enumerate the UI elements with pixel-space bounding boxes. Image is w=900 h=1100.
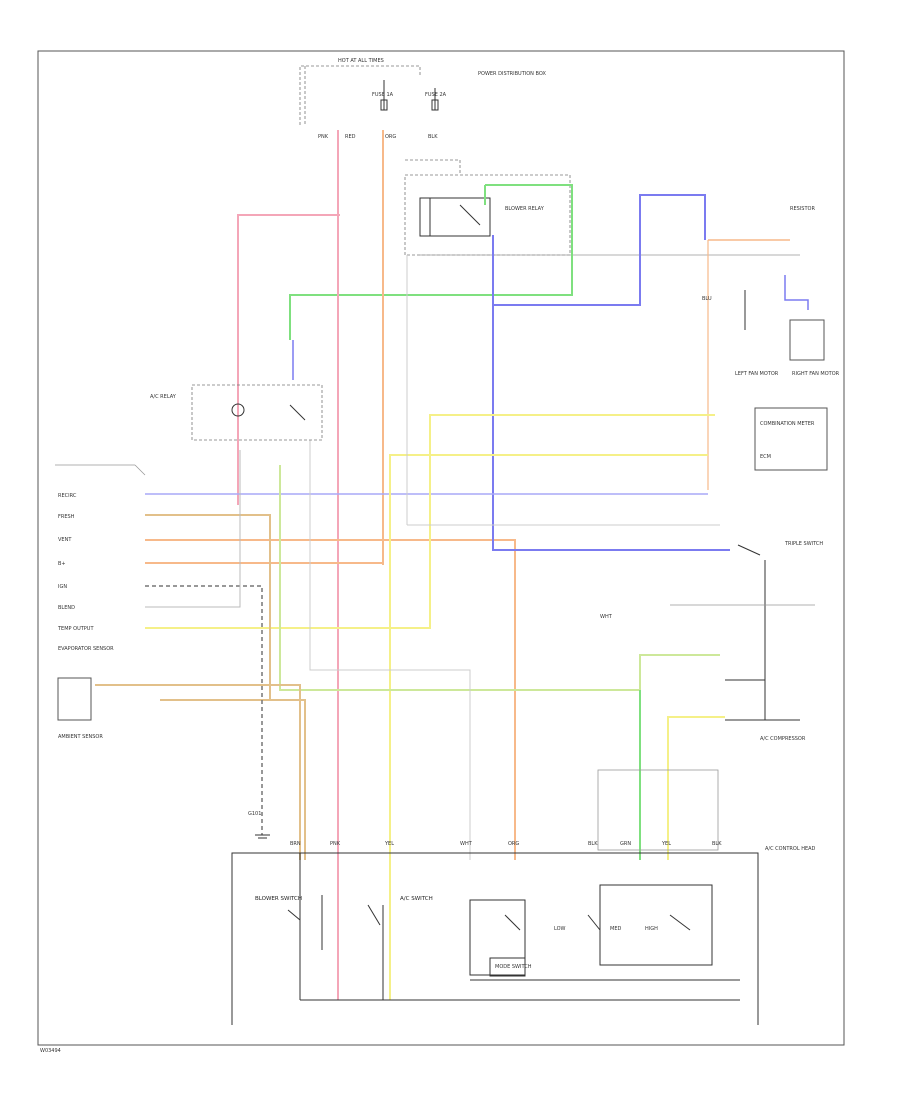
svg-text:WHT: WHT (460, 841, 473, 847)
control-sub-box (597, 769, 719, 851)
sensor-left-label: AMBIENT SENSOR (58, 734, 103, 740)
low-label: LOW (554, 926, 566, 932)
sensor-left (57, 677, 92, 721)
high-label: HIGH (645, 926, 658, 932)
fuse-1-label: FUSE 1A (372, 92, 394, 98)
svg-text:WHT: WHT (600, 614, 613, 620)
svg-text:BLK: BLK (588, 841, 598, 847)
pin-label-3: VENT (58, 537, 72, 543)
blower-relay (419, 197, 491, 237)
svg-text:BRN: BRN (290, 841, 301, 847)
yellow-wire-1 (389, 454, 708, 1000)
svg-text:PNK: PNK (318, 134, 329, 140)
svg-text:YEL: YEL (661, 841, 671, 847)
control-head (231, 852, 759, 1025)
svg-text:RED: RED (345, 134, 356, 140)
sensor-right-label: EVAPORATOR SENSOR (58, 646, 114, 652)
blower-sw-label: BLOWER SWITCH (255, 896, 302, 902)
combination-label: COMBINATION METER (760, 421, 815, 427)
pin-label-5: IGN (58, 584, 67, 590)
orange-wire-2 (145, 539, 516, 860)
svg-text:BLK: BLK (428, 134, 438, 140)
fan-right (789, 319, 825, 361)
ac-relay-outline (191, 384, 323, 441)
svg-text:BLU: BLU (702, 296, 712, 302)
hot-label: HOT AT ALL TIMES (338, 58, 384, 64)
pin-label-2: FRESH (58, 514, 75, 520)
pressure-switch-label: TRIPLE SWITCH (784, 541, 823, 547)
ground-label: G101 (248, 811, 261, 817)
pin-label-6: BLEND (58, 605, 75, 611)
svg-text:GRN: GRN (620, 841, 631, 847)
grey-wire (309, 440, 471, 860)
pin-label-7: TEMP OUTPUT (57, 626, 94, 632)
motor-right-label: RESISTOR (790, 206, 815, 212)
ac-comp-label: A/C COMPRESSOR (760, 736, 806, 742)
pin-label-1: RECIRC (58, 493, 77, 499)
svg-text:PNK: PNK (330, 841, 341, 847)
ground-wire (145, 585, 263, 835)
fan-right-label: RIGHT FAN MOTOR (792, 371, 840, 377)
med-label: MED (610, 926, 621, 932)
fan-left-label: LEFT FAN MOTOR (735, 371, 779, 377)
olive-wire (279, 465, 720, 691)
blue-wire-main (492, 235, 730, 551)
pink-wire-branch (237, 214, 340, 505)
yellow-wire-3 (667, 716, 725, 860)
fuse-2-label: FUSE 2A (425, 92, 447, 98)
control-head-label: A/C CONTROL HEAD (765, 846, 816, 852)
blower-relay-label: BLOWER RELAY (505, 206, 545, 212)
fuse-box-outline (299, 65, 421, 125)
tan-wire (95, 684, 301, 860)
blue-wire-right (493, 194, 706, 306)
combination-meter (754, 407, 828, 471)
figure-id: W03494 (40, 1048, 61, 1054)
fuse-box-label: POWER DISTRIBUTION BOX (478, 71, 546, 77)
svg-text:YEL: YEL (384, 841, 394, 847)
ac-sw-label: A/C SWITCH (400, 896, 433, 902)
green-wire (289, 184, 573, 340)
svg-text:BLK: BLK (712, 841, 722, 847)
ac-relay-label: A/C RELAY (150, 394, 177, 400)
mode-switch (469, 899, 526, 976)
speed-switch (599, 884, 713, 966)
diagram-frame (37, 50, 845, 1046)
svg-text:ORG: ORG (385, 134, 396, 140)
yellow-wire-2 (145, 414, 715, 629)
pin-label-4: B+ (58, 561, 66, 567)
svg-text:ORG: ORG (508, 841, 519, 847)
mode-sw-label: MODE SWITCH (495, 964, 532, 970)
ecm-label: ECM (760, 454, 771, 460)
